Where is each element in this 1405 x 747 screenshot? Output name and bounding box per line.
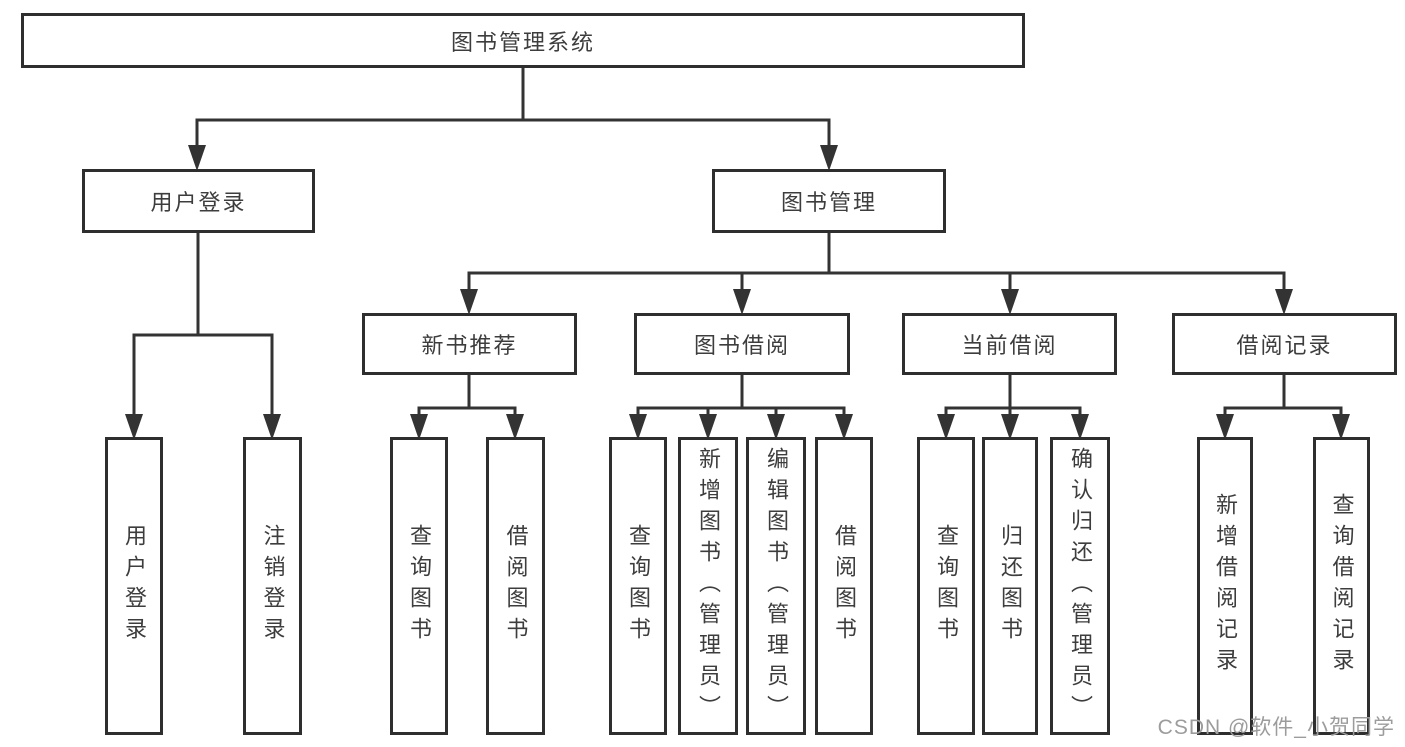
node-leaf-cb-confirm-return-admin: 确认归还（管理员） <box>1050 437 1110 735</box>
arrowhead <box>125 414 143 440</box>
node-book-borrowing: 图书借阅 <box>634 313 850 375</box>
arrowhead <box>835 414 853 440</box>
node-borrowing-records: 借阅记录 <box>1172 313 1397 375</box>
node-label: 图书管理系统 <box>450 29 595 55</box>
node-leaf-br-add-record: 新增借阅记录 <box>1197 437 1253 735</box>
arrowhead <box>1001 289 1019 315</box>
node-leaf-bb-query-books: 查询图书 <box>609 437 667 735</box>
node-label: 新增图书（管理员） <box>696 446 721 726</box>
node-label: 用户登录 <box>122 524 147 648</box>
node-leaf-nb-borrow-books: 借阅图书 <box>486 437 545 735</box>
node-label: 查询借阅记录 <box>1329 493 1355 679</box>
arrowhead <box>1275 289 1293 315</box>
node-label: 编辑图书（管理员） <box>764 446 789 726</box>
node-label: 新增借阅记录 <box>1213 493 1238 679</box>
node-label: 查询图书 <box>626 524 651 648</box>
node-label: 借阅图书 <box>832 524 857 648</box>
csdn-watermark: CSDN @软件_小贺同学 <box>1157 716 1395 739</box>
arrowhead <box>1001 414 1019 440</box>
node-label: 注销登录 <box>260 524 286 648</box>
node-label: 图书借阅 <box>693 333 790 358</box>
node-current-borrowing: 当前借阅 <box>902 313 1117 375</box>
node-leaf-cb-query-books: 查询图书 <box>917 437 975 735</box>
node-leaf-bb-add-books-admin: 新增图书（管理员） <box>678 437 738 735</box>
arrowhead <box>188 145 206 171</box>
arrowhead <box>767 414 785 440</box>
node-label: 借阅记录 <box>1236 333 1333 358</box>
arrowhead <box>699 414 717 440</box>
node-label: 当前借阅 <box>961 333 1058 358</box>
node-book-management: 图书管理 <box>712 169 946 233</box>
arrowhead <box>506 414 524 440</box>
arrowhead <box>629 414 647 440</box>
arrowhead <box>1216 414 1234 440</box>
node-label: 查询图书 <box>407 524 432 648</box>
node-label: 借阅图书 <box>503 524 529 648</box>
arrowhead <box>733 289 751 315</box>
node-leaf-bb-borrow-books: 借阅图书 <box>815 437 873 735</box>
node-leaf-bb-edit-books-admin: 编辑图书（管理员） <box>746 437 806 735</box>
node-label: 用户登录 <box>150 190 247 215</box>
node-leaf-cb-return-books: 归还图书 <box>982 437 1038 735</box>
arrowhead <box>1332 414 1350 440</box>
arrowhead <box>937 414 955 440</box>
node-leaf-user-login: 用户登录 <box>105 437 163 735</box>
node-leaf-nb-query-books: 查询图书 <box>390 437 448 735</box>
arrowhead <box>820 145 838 171</box>
arrowhead <box>410 414 428 440</box>
node-label: 归还图书 <box>998 524 1023 648</box>
arrowheads <box>125 145 1350 440</box>
node-label: 查询图书 <box>934 524 959 648</box>
node-library-management-system: 图书管理系统 <box>21 13 1025 68</box>
arrowhead <box>263 414 281 440</box>
node-label: 确认归还（管理员） <box>1068 446 1093 726</box>
node-label: 图书管理 <box>780 190 877 215</box>
node-label: 新书推荐 <box>421 333 518 358</box>
node-new-book-recommendation: 新书推荐 <box>362 313 577 375</box>
arrowhead <box>1071 414 1089 440</box>
node-user-login: 用户登录 <box>82 169 315 233</box>
arrowhead <box>460 289 478 315</box>
node-leaf-logout: 注销登录 <box>243 437 302 735</box>
node-leaf-br-query-record: 查询借阅记录 <box>1313 437 1370 735</box>
